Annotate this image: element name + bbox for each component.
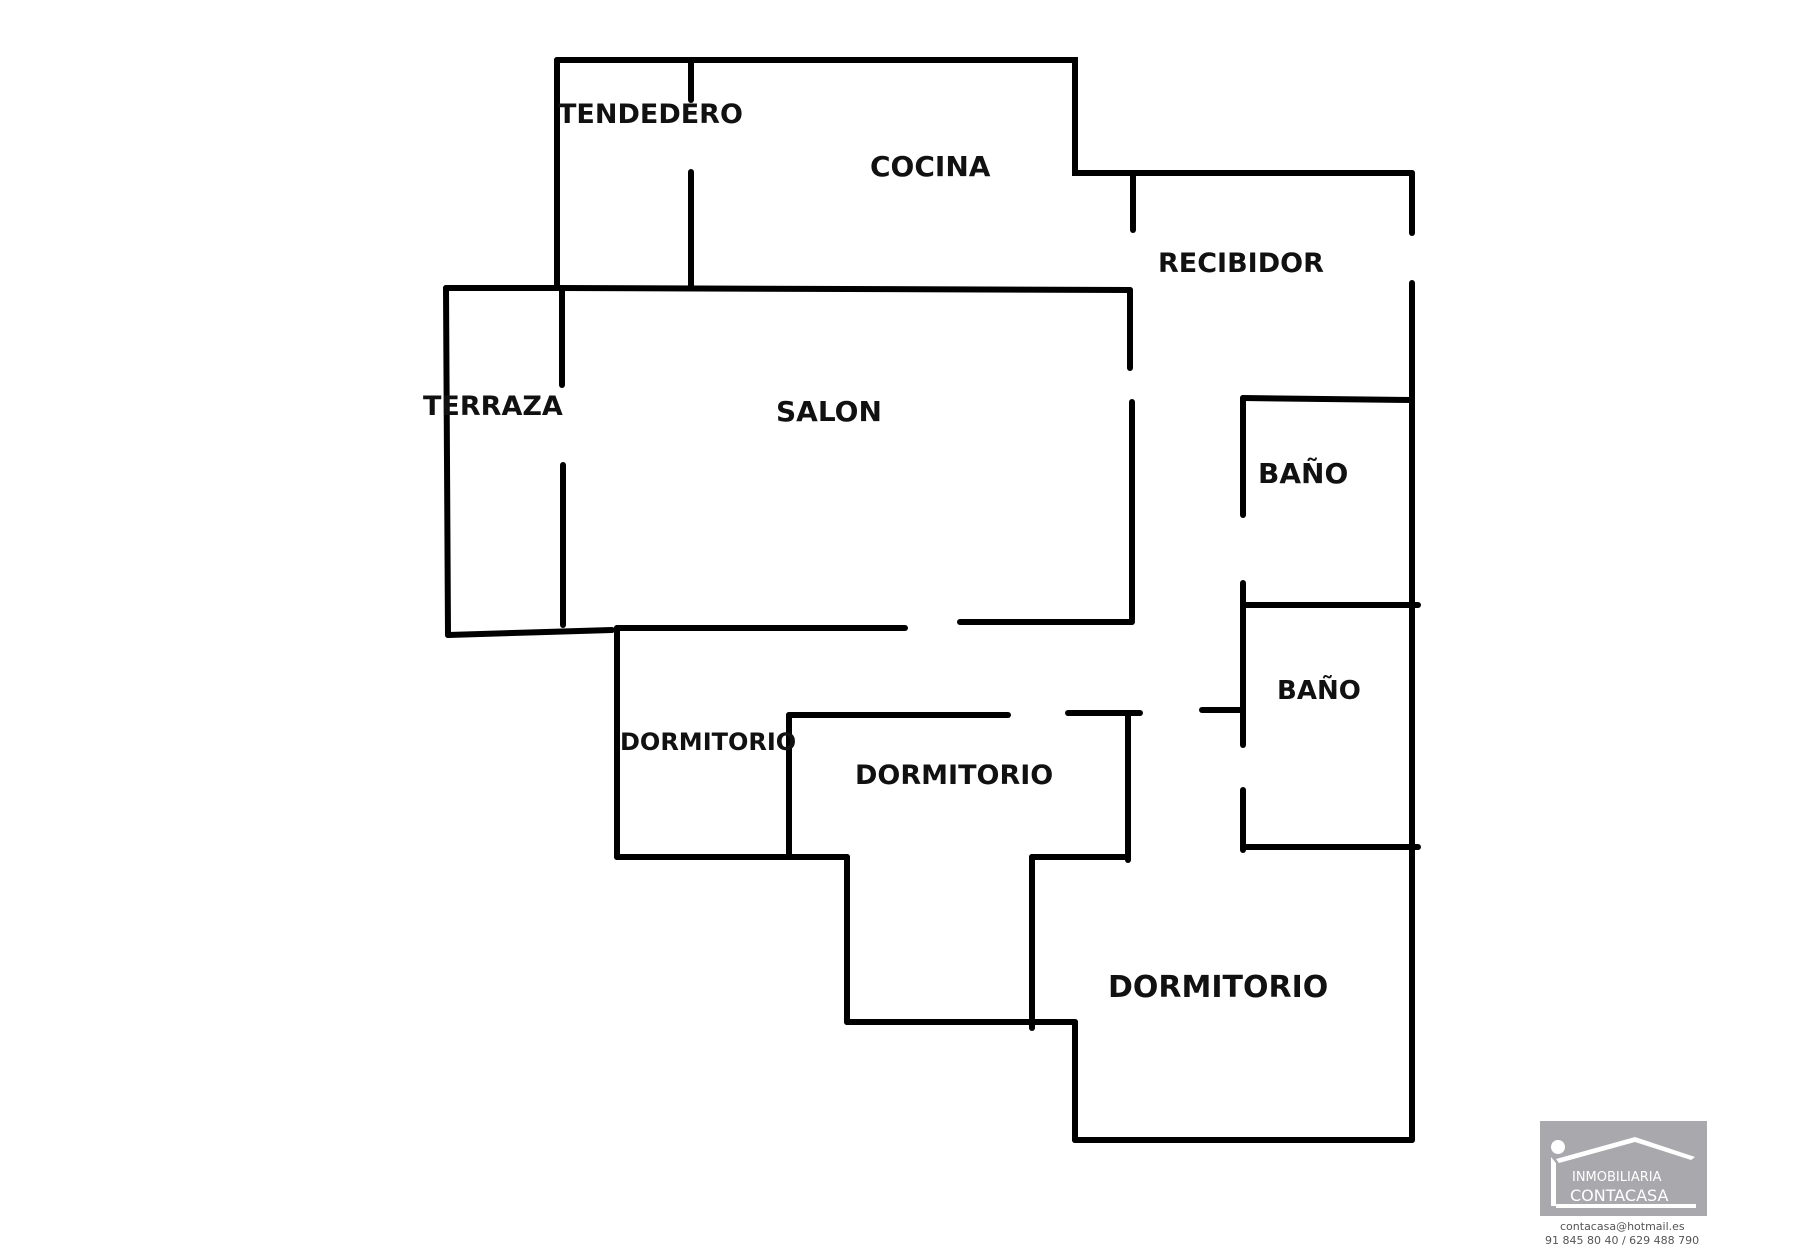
room-label-dormitorio-middle: DORMITORIO <box>855 760 1054 791</box>
room-label-terraza: TERRAZA <box>423 391 563 422</box>
room-label-dormitorio-small: DORMITORIO <box>620 728 797 756</box>
contact-phones: 91 845 80 40 / 629 488 790 <box>1545 1234 1700 1247</box>
contact-email: contacasa@hotmail.es <box>1560 1220 1685 1233</box>
room-label-bano-upper: BAÑO <box>1258 457 1349 490</box>
logo-text-line1: INMOBILIARIA <box>1572 1170 1662 1185</box>
wall-terraza-left <box>443 285 451 638</box>
room-label-tendedero: TENDEDERO <box>558 99 743 130</box>
wall-kitchen-outline <box>554 57 1415 176</box>
agency-logo: INMOBILIARIA CONTACASA <box>1540 1121 1707 1216</box>
walls <box>443 57 1421 1143</box>
wall-terraza-bottom <box>445 627 615 638</box>
room-label-bano-lower: BAÑO <box>1277 676 1361 706</box>
house-roof-icon <box>1551 1137 1696 1208</box>
logo-text-line2: CONTACASA <box>1570 1186 1669 1205</box>
wall-kitchen-salon <box>554 285 1133 293</box>
room-label-recibidor: RECIBIDOR <box>1158 248 1324 279</box>
wall-bano-upper-top <box>1240 395 1415 403</box>
room-label-dormitorio-large: DORMITORIO <box>1108 970 1329 1005</box>
room-label-salon: SALON <box>776 395 882 428</box>
room-label-cocina: COCINA <box>870 150 991 183</box>
